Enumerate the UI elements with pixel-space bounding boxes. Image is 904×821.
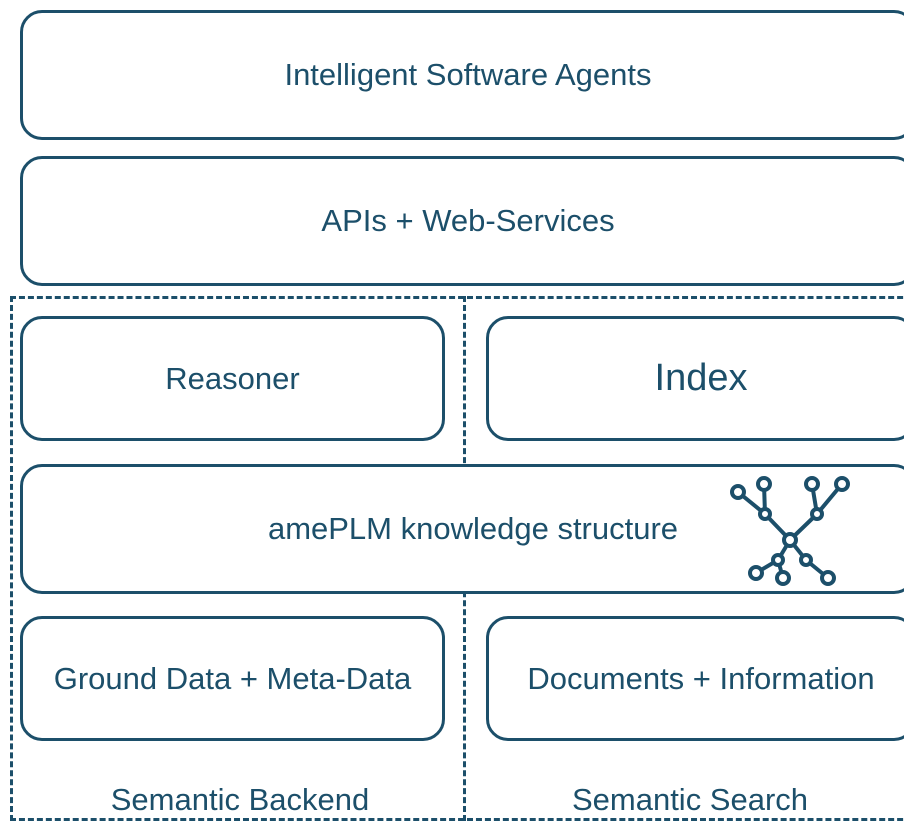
layer-ground-data-label: Ground Data + Meta-Data bbox=[53, 660, 412, 696]
layer-agents-label: Intelligent Software Agents bbox=[284, 57, 652, 92]
layer-ground-data-meta-data: Ground Data + Meta-Data bbox=[20, 616, 445, 741]
layer-reasoner: Reasoner bbox=[20, 316, 445, 441]
section-label-semantic-search: Semantic Search bbox=[571, 782, 809, 817]
layer-apis-web-services: APIs + Web-Services bbox=[20, 156, 904, 286]
section-label-semantic-backend: Semantic Backend bbox=[110, 782, 370, 817]
layer-index-label: Index bbox=[654, 357, 748, 399]
layer-documents-label: Documents + Information bbox=[527, 660, 875, 696]
layer-knowledge-label: amePLM knowledge structure bbox=[267, 511, 679, 546]
layer-documents-information: Documents + Information bbox=[486, 616, 904, 741]
layer-index: Index bbox=[486, 316, 904, 441]
layer-apis-label: APIs + Web-Services bbox=[321, 203, 615, 238]
layer-intelligent-software-agents: Intelligent Software Agents bbox=[20, 10, 904, 140]
network-graph-icon bbox=[730, 476, 850, 586]
layer-reasoner-label: Reasoner bbox=[165, 360, 300, 396]
